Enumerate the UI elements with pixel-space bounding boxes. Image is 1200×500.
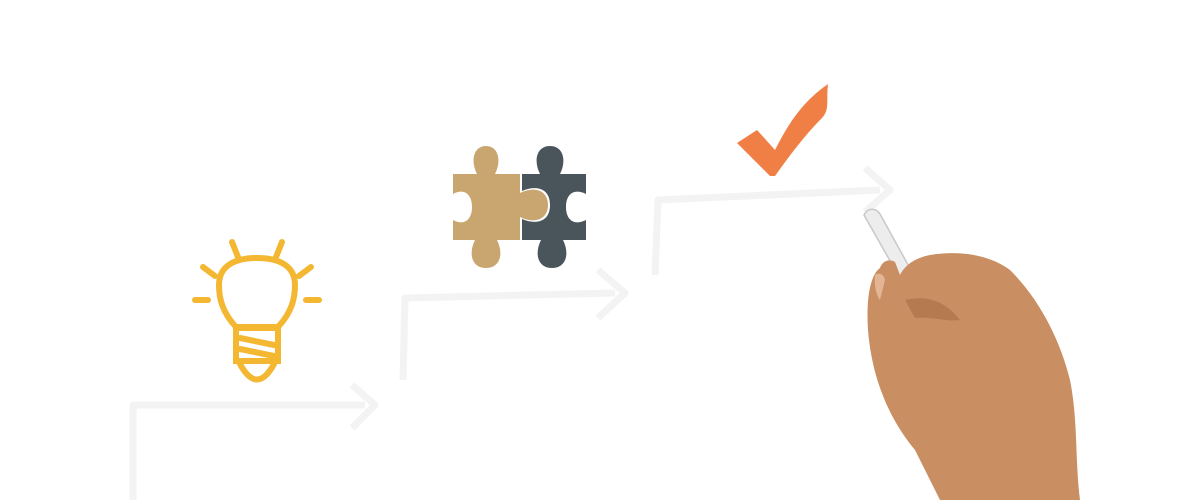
- checkmark-icon: [737, 84, 828, 176]
- stair-arrows: [129, 165, 894, 500]
- hand-with-chalk: [863, 208, 1080, 500]
- puzzle-icon: [453, 146, 586, 268]
- lightbulb-icon: [192, 239, 322, 383]
